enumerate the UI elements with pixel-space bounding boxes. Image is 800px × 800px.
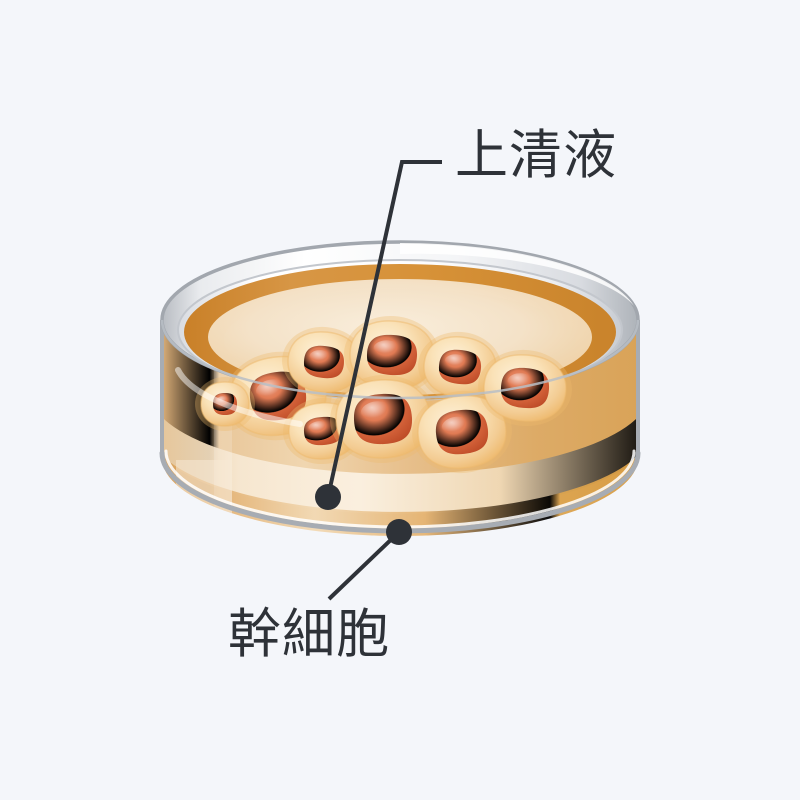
stem-cell [344,315,440,395]
supernatant-leader [326,160,442,498]
rim-specular-highlight [400,242,634,306]
nucleus-highlight [441,416,472,437]
stem-cell [412,390,512,474]
nucleus-highlight [308,421,331,435]
dish-glass-overlay [160,319,640,427]
stem-cell [418,331,502,403]
stem-cell-leader-dot [386,519,412,545]
callout-leaders [315,160,442,601]
supernatant-leader-dot [315,484,341,510]
stem-cell [282,326,366,398]
stem-cell-leader [327,530,401,601]
nucleus-highlight [360,401,395,425]
label-stem-cells: 幹細胞 [228,606,391,664]
label-supernatant: 上清液 [455,127,618,185]
nucleus-highlight [309,350,333,365]
nucleus-highlight [444,354,469,371]
wall-light-band [162,392,638,514]
glass-left-shine [175,367,303,427]
nucleus-highlight [373,340,403,359]
stem-cell-colony [195,315,572,474]
rim-front-edge [160,319,640,400]
stem-cell [478,349,572,427]
nucleus-highlight [507,373,536,392]
